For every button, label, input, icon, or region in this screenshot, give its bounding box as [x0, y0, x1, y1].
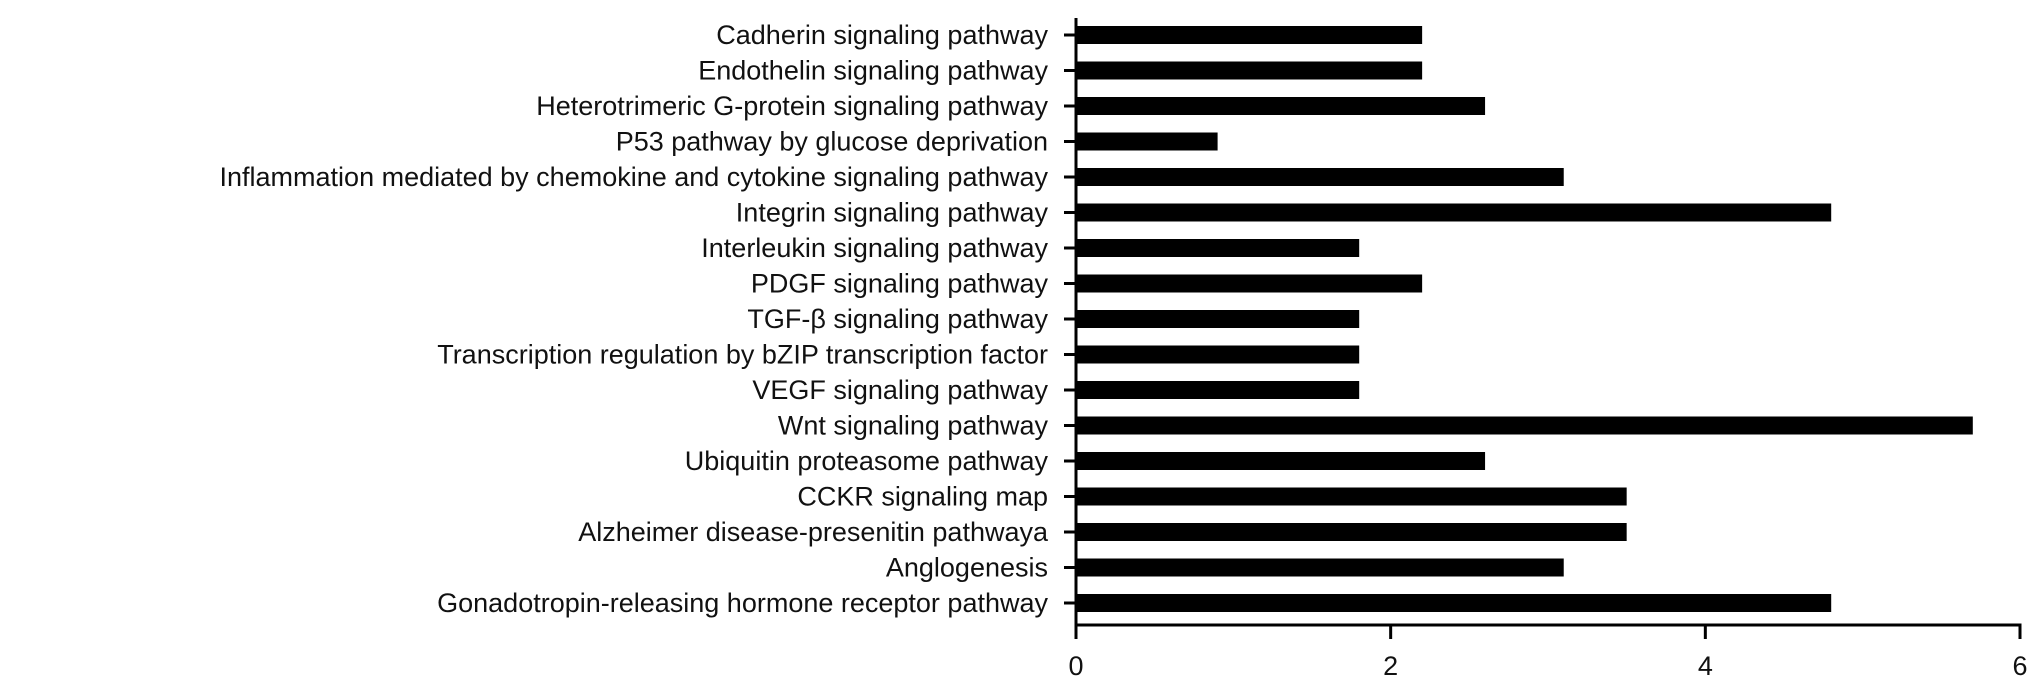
bar [1076, 487, 1627, 506]
category-label: Transcription regulation by bZIP transcr… [437, 340, 1048, 370]
category-label: Interleukin signaling pathway [701, 233, 1048, 263]
category-label: P53 pathway by glucose deprivation [616, 127, 1048, 157]
bar [1076, 203, 1832, 222]
category-label: Ubiquitin proteasome pathway [685, 446, 1049, 476]
bar [1076, 61, 1423, 80]
bar [1076, 381, 1360, 399]
bar [1076, 168, 1564, 186]
category-label: VEGF signaling pathway [752, 375, 1048, 405]
bar [1076, 558, 1564, 577]
x-tick-label: 4 [1698, 651, 1713, 681]
bars-group [1076, 26, 1973, 612]
bar [1076, 523, 1627, 541]
bar [1076, 345, 1360, 364]
category-label: Alzheimer disease-presenitin pathwaya [578, 517, 1049, 547]
x-tick-label: 6 [2012, 651, 2027, 681]
bar [1076, 132, 1218, 151]
category-label: Endothelin signaling pathway [698, 56, 1048, 86]
x-tick-label: 0 [1068, 651, 1083, 681]
bar [1076, 26, 1423, 44]
bar [1076, 274, 1423, 293]
category-label: Integrin signaling pathway [736, 198, 1049, 228]
category-label: Heterotrimeric G-protein signaling pathw… [536, 91, 1048, 121]
x-tick-label: 2 [1383, 651, 1398, 681]
category-label: CCKR signaling map [797, 482, 1048, 512]
bar [1076, 594, 1832, 612]
category-label: TGF-β signaling pathway [747, 304, 1048, 334]
x-axis: 0 2 4 6 [1064, 18, 2028, 681]
category-label: Gonadotropin-releasing hormone receptor … [437, 588, 1048, 618]
category-label: Anglogenesis [886, 553, 1048, 583]
category-label: PDGF signaling pathway [751, 269, 1049, 299]
category-label: Wnt signaling pathway [778, 411, 1049, 441]
category-label: Cadherin signaling pathway [716, 20, 1048, 50]
bar [1076, 97, 1486, 115]
category-label: Inflammation mediated by chemokine and c… [220, 162, 1049, 192]
bar [1076, 310, 1360, 328]
bar [1076, 416, 1973, 435]
bar [1076, 452, 1486, 470]
bar [1076, 239, 1360, 257]
